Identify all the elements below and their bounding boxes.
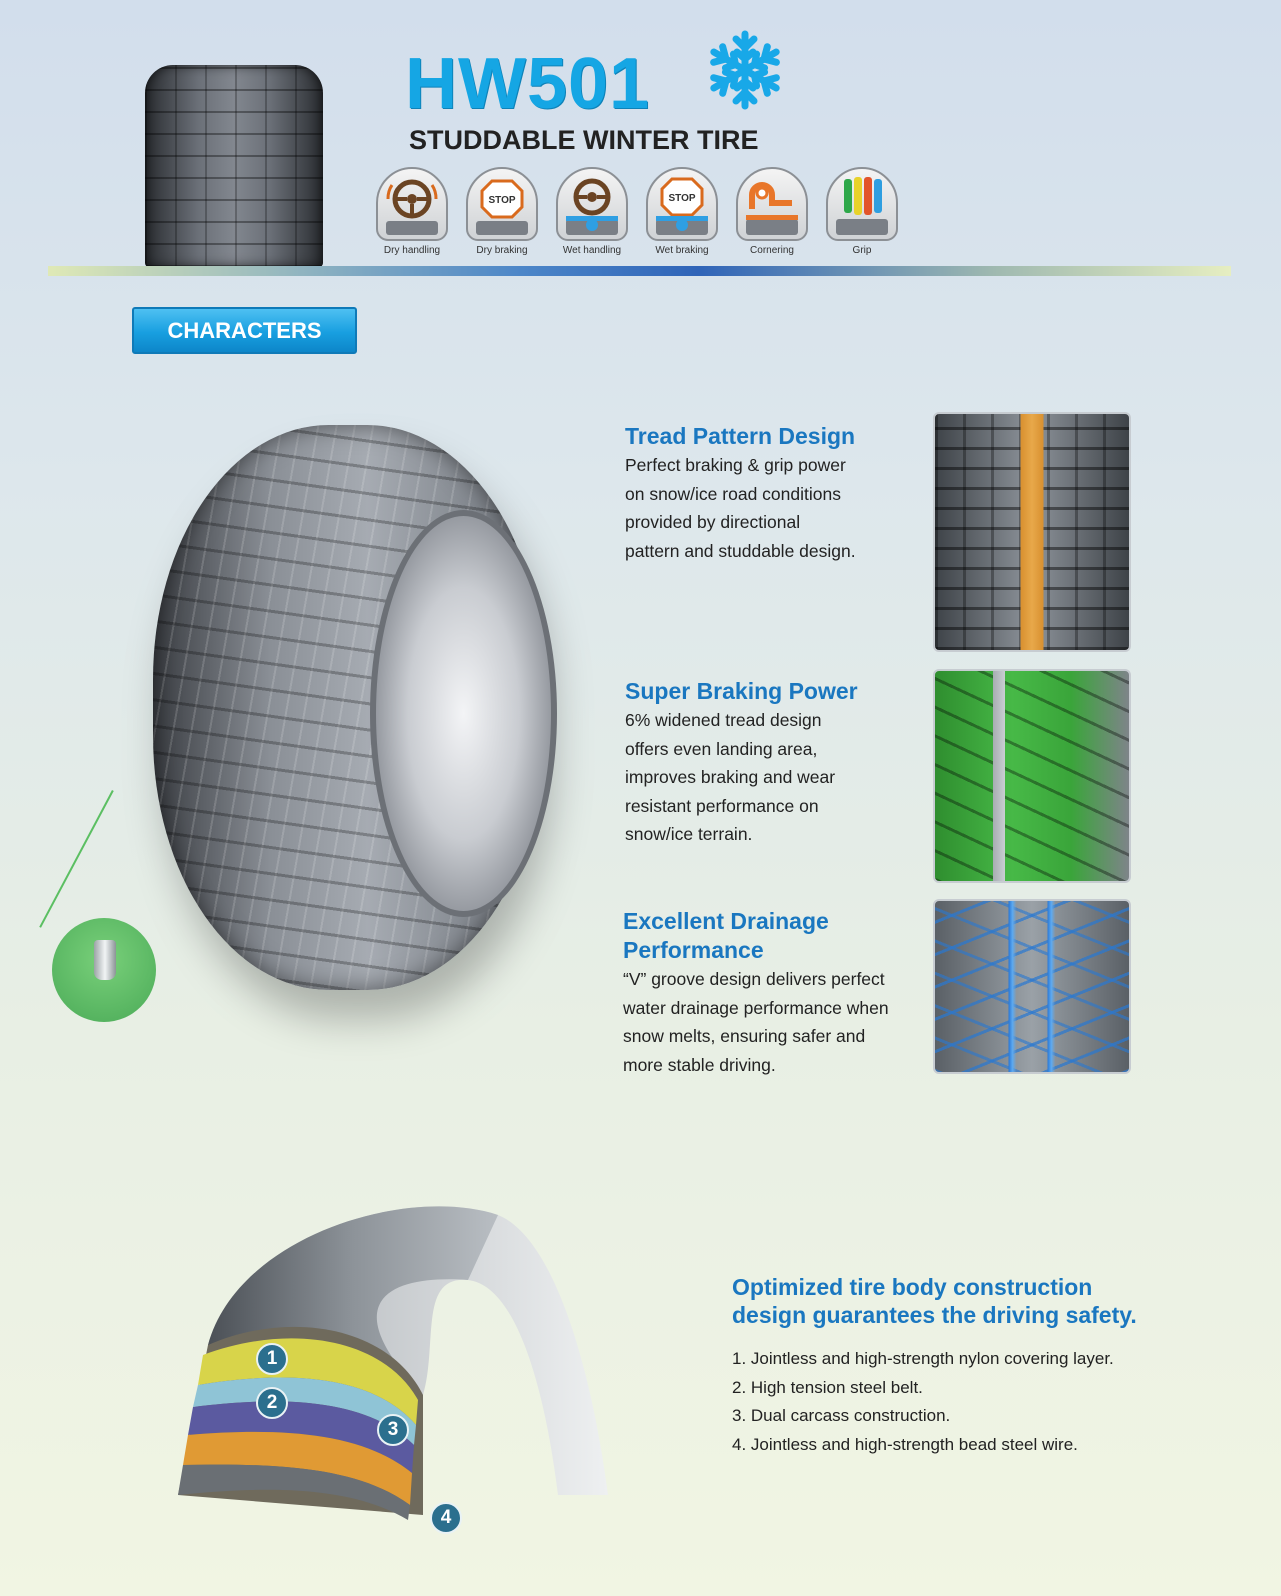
layer-marker-3: 3 <box>377 1414 409 1446</box>
list-item: 3. Dual carcass construction. <box>732 1406 951 1425</box>
perf-label: Wet handling <box>562 245 622 256</box>
snowflake-icon <box>703 30 787 112</box>
svg-text:STOP: STOP <box>488 195 515 206</box>
perf-grip: Grip <box>823 167 901 256</box>
cornering-icon <box>736 167 808 241</box>
layer-marker-4: 4 <box>430 1502 462 1534</box>
perf-wet-braking: STOP Wet braking <box>643 167 721 256</box>
feature-title: Excellent Drainage Performance <box>623 908 829 963</box>
tread-pattern-photo <box>933 412 1131 652</box>
list-item: 1. Jointless and high-strength nylon cov… <box>732 1349 1114 1368</box>
steering-wheel-icon <box>376 167 448 241</box>
list-item: 2. High tension steel belt. <box>732 1377 923 1397</box>
layer-marker-1: 1 <box>256 1343 288 1375</box>
characters-button[interactable]: CHARACTERS <box>132 307 357 354</box>
construction-title: Optimized tire body construction design … <box>732 1274 1137 1328</box>
header-divider <box>48 266 1231 276</box>
stop-sign-water-icon: STOP <box>646 167 718 241</box>
tire-subtitle: STUDDABLE WINTER TIRE <box>409 125 759 155</box>
layer-marker-2: 2 <box>256 1387 288 1419</box>
stud-callout-line <box>39 790 114 928</box>
model-name: HW501 <box>405 44 651 124</box>
feature-description: Perfect braking & grip power on snow/ice… <box>625 455 856 561</box>
perf-label: Dry braking <box>476 245 528 256</box>
perf-label: Cornering <box>750 245 794 256</box>
perf-label: Wet braking <box>655 245 709 256</box>
feature-drainage: Excellent Drainage Performance “V” groov… <box>623 907 889 1079</box>
perf-wet-handling: Wet handling <box>553 167 631 256</box>
perf-cornering: Cornering <box>733 167 811 256</box>
steering-wheel-water-icon <box>556 167 628 241</box>
stop-sign-icon: STOP <box>466 167 538 241</box>
header-tire-image <box>145 65 323 267</box>
grip-heatmap-icon <box>826 167 898 241</box>
tire-cutaway-image: 1 2 3 4 <box>168 1195 608 1565</box>
braking-area-photo <box>933 669 1131 883</box>
drainage-groove-photo <box>933 899 1131 1074</box>
perf-dry-handling: Dry handling <box>373 167 451 256</box>
perf-label: Dry handling <box>383 245 441 256</box>
perf-label: Grip <box>852 245 872 256</box>
list-item: 4. Jointless and high-strength bead stee… <box>732 1434 1078 1454</box>
feature-title: Super Braking Power <box>625 678 858 704</box>
feature-description: 6% widened tread design offers even land… <box>625 710 836 844</box>
alloy-wheel-image <box>370 510 557 917</box>
feature-braking-power: Super Braking Power 6% widened tread des… <box>625 677 858 849</box>
tire-stud-icon <box>52 918 156 1022</box>
svg-text:STOP: STOP <box>668 193 695 204</box>
feature-title: Tread Pattern Design <box>625 423 856 449</box>
construction-list: 1. Jointless and high-strength nylon cov… <box>732 1345 1114 1459</box>
feature-description: “V” groove design delivers perfect water… <box>623 969 889 1075</box>
feature-tread-pattern: Tread Pattern Design Perfect braking & g… <box>625 422 856 565</box>
perf-dry-braking: STOP Dry braking <box>463 167 541 256</box>
